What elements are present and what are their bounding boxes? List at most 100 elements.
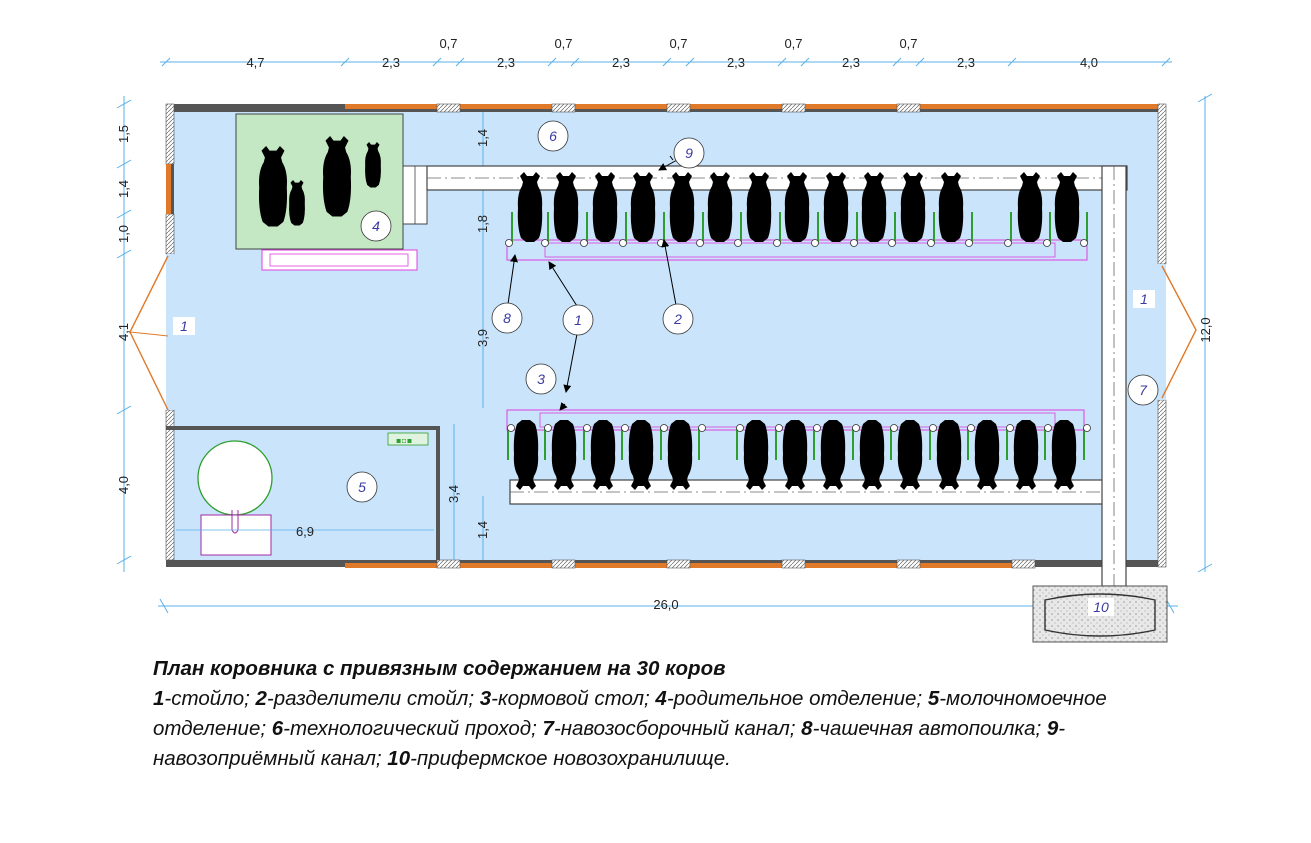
legend-text: -кормовой стол; — [491, 687, 656, 710]
dim-left-1: 1,4 — [116, 180, 131, 198]
waterer-bottom-0 — [507, 424, 515, 432]
callout-8-label: 8 — [503, 310, 511, 326]
legend-text: -разделители стойл; — [266, 687, 480, 710]
cow-bottom-12 — [1013, 420, 1039, 490]
sink — [387, 432, 429, 446]
dim-top-6: 0,7 — [669, 36, 687, 51]
dim-inner-3-4: 3,4 — [446, 485, 461, 503]
legend-items: 1-стойло; 2-разделители стойл; 3-кормово… — [153, 687, 1107, 770]
waterer-top-7 — [773, 239, 781, 247]
waterer-bottom-11 — [929, 424, 937, 432]
callout-4 — [360, 210, 392, 242]
callout-2-label: 2 — [673, 311, 682, 327]
waterer-top-13 — [1004, 239, 1012, 247]
dim-top-12: 4,0 — [1080, 55, 1098, 70]
legend-number: 6 — [271, 717, 284, 740]
waterer-top-1 — [541, 239, 549, 247]
callout-1-label: 1 — [574, 312, 582, 328]
legend-item-4: 4-родительное отделение; — [655, 687, 927, 710]
wash-unit — [200, 514, 272, 556]
dim-right-total: 12,0 — [1198, 317, 1213, 342]
waterer-bottom-8 — [813, 424, 821, 432]
waterer-bottom-14 — [1044, 424, 1052, 432]
cow-top-6 — [746, 172, 772, 242]
legend-item-3: 3-кормовой стол; — [480, 687, 656, 710]
svg-text:▪▫▪: ▪▫▪ — [396, 436, 412, 445]
dim-top-4: 0,7 — [554, 36, 572, 51]
legend-text: -прифермское новозохранилище. — [410, 747, 731, 770]
cow-top-11 — [938, 172, 964, 242]
legend-item-5: 5-молочномоечное отделение; — [153, 687, 1107, 740]
dim-top-8: 0,7 — [784, 36, 802, 51]
waterer-bottom-1 — [544, 424, 552, 432]
cow-top-9 — [861, 172, 887, 242]
callout-9-label: 9 — [685, 145, 693, 161]
waterer-top-2 — [580, 239, 588, 247]
callout-6-label: 6 — [549, 128, 557, 144]
legend-text: -навозоприёмный канал; — [153, 717, 1066, 770]
dim-left-4: 4,0 — [116, 476, 131, 494]
cow-bottom-6 — [782, 420, 808, 490]
cow-bottom-8 — [859, 420, 885, 490]
legend-number: 7 — [542, 717, 554, 740]
callout-9 — [673, 137, 705, 169]
cow-bottom-7 — [820, 420, 846, 490]
waterer-top-14 — [1043, 239, 1051, 247]
cow-top-2 — [592, 172, 618, 242]
legend-item-9: 9-навозоприёмный канал; — [153, 717, 1065, 770]
waterer-bottom-9 — [852, 424, 860, 432]
legend-text: -молочномоечное отделение; — [153, 687, 1107, 740]
legend-item-1: 1-стойло; — [153, 687, 256, 710]
dim-top-5: 2,3 — [612, 55, 630, 70]
cow-bottom-9 — [897, 420, 923, 490]
legend-number: 8 — [801, 717, 813, 740]
callout-3 — [525, 363, 557, 395]
waterer-bottom-3 — [621, 424, 629, 432]
pen-cow-calf-2 — [365, 142, 381, 188]
callouts: 6 9 4 8 1 2 3 5 7 10 — [346, 120, 1159, 616]
cow-bottom-4 — [667, 420, 693, 490]
gate-tag-right-label: 1 — [1140, 291, 1148, 307]
cow-bottom-0 — [513, 420, 539, 490]
callout-3-label: 3 — [537, 371, 545, 387]
gate-tag-left — [173, 317, 195, 335]
callout-5-label: 5 — [358, 479, 366, 495]
legend-text: -чашечная автопоилка; — [812, 717, 1047, 740]
waterer-top-5 — [696, 239, 704, 247]
callout-6 — [537, 120, 569, 152]
legend-number: 10 — [387, 747, 411, 770]
waterer-bottom-13 — [1006, 424, 1014, 432]
waterer-bottom-7 — [775, 424, 783, 432]
pen-cow-1 — [258, 146, 288, 227]
cow-top-3 — [630, 172, 656, 242]
waterer-bottom-5 — [698, 424, 706, 432]
callout-10 — [1088, 598, 1114, 616]
callout-8 — [491, 302, 523, 334]
dim-inner-1-8: 1,8 — [475, 215, 490, 233]
dim-top-11: 2,3 — [957, 55, 975, 70]
legend-number: 9 — [1046, 717, 1059, 740]
cow-bottom-3 — [628, 420, 654, 490]
waterer-bottom-15 — [1083, 424, 1091, 432]
dim-top-0: 4,7 — [246, 55, 264, 70]
plan-caption: План коровника с привязным содержанием н… — [153, 654, 1153, 774]
waterer-top-3 — [619, 239, 627, 247]
cow-bottom-1 — [551, 420, 577, 490]
waterer-top-0 — [505, 239, 513, 247]
callout-1 — [562, 304, 594, 336]
legend-item-8: 8-чашечная автопоилка; — [801, 717, 1047, 740]
cow-top-13 — [1054, 172, 1080, 242]
legend-text: -родительное отделение; — [666, 687, 928, 710]
dim-top-3: 2,3 — [497, 55, 515, 70]
cow-bottom-2 — [590, 420, 616, 490]
dim-top-7: 2,3 — [727, 55, 745, 70]
waterer-bottom-2 — [583, 424, 591, 432]
gate-tag-right — [1133, 290, 1155, 308]
callout-10-label: 10 — [1093, 599, 1109, 615]
callout-7 — [1127, 374, 1159, 406]
waterer-top-8 — [811, 239, 819, 247]
waterer-bottom-4 — [660, 424, 668, 432]
top-dimension-chain — [160, 57, 1172, 67]
cow-top-0 — [517, 172, 543, 242]
cow-bottom-11 — [974, 420, 1000, 490]
